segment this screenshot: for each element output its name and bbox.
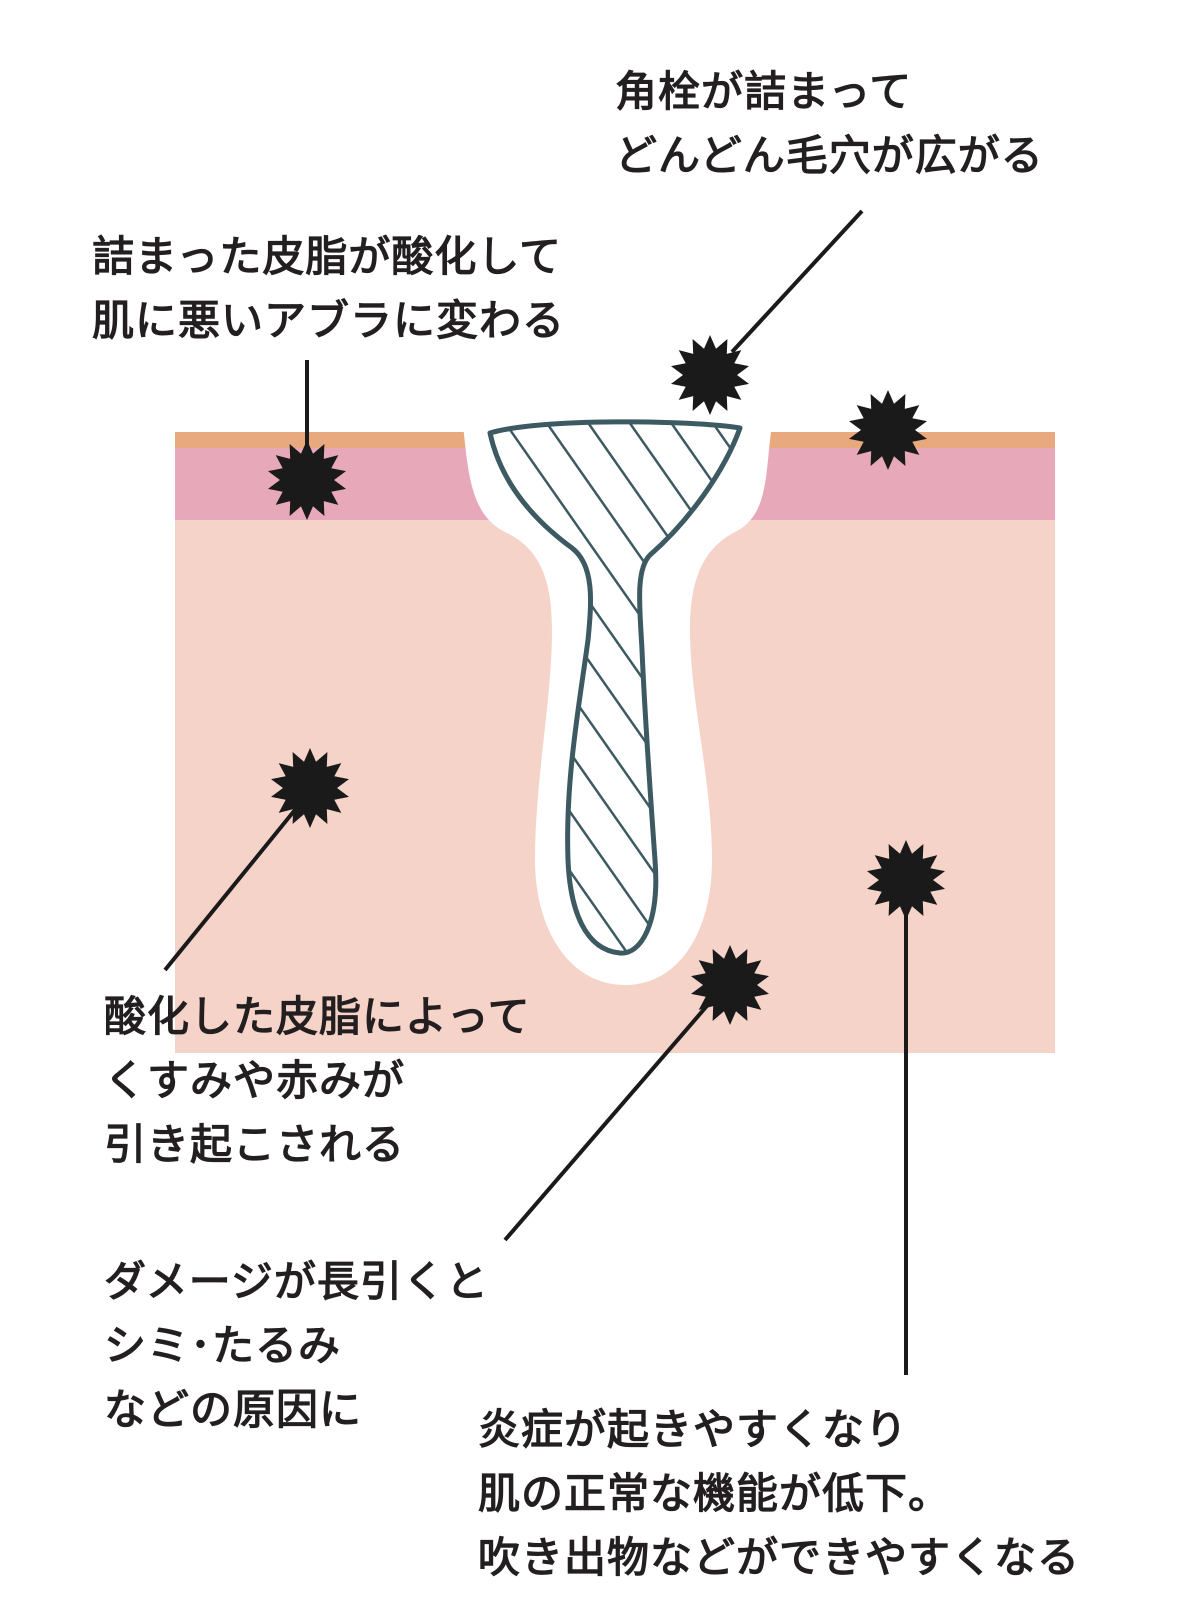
label-line: 酸化した皮脂によって: [104, 992, 531, 1041]
label-line: シミ･たるみ: [104, 1321, 342, 1370]
starburst-icon: [849, 390, 927, 470]
starburst-icon: [867, 840, 945, 920]
starburst-icon: [691, 945, 769, 1025]
starburst-icon: [671, 335, 749, 415]
leader-line-top: [730, 209, 864, 354]
label-spots-sagging: ダメージが長引くと シミ･たるみ などの原因に: [104, 1250, 489, 1442]
starburst-icon: [271, 748, 349, 828]
leader-line-left-mid: [163, 798, 305, 972]
label-line: どんどん毛穴が広がる: [615, 131, 1044, 180]
label-line: 吹き出物などができやすくなる: [478, 1533, 1081, 1582]
label-line: 肌に悪いアブラに変わる: [92, 296, 566, 345]
label-sebum-oxidation: 詰まった皮脂が酸化して 肌に悪いアブラに変わる: [92, 225, 565, 353]
leader-line-left-bottom: [503, 998, 714, 1242]
label-line: 詰まった皮脂が酸化して: [92, 232, 563, 281]
label-line: くすみや赤みが: [104, 1056, 406, 1105]
label-line: 炎症が起きやすくなり: [478, 1405, 909, 1454]
label-pore-widening: 角栓が詰まって どんどん毛穴が広がる: [615, 60, 1044, 188]
label-line: 角栓が詰まって: [615, 67, 913, 116]
label-inflammation: 炎症が起きやすくなり 肌の正常な機能が低下。 吹き出物などができやすくなる: [478, 1398, 1080, 1590]
label-line: 引き起こされる: [104, 1120, 406, 1169]
label-line: 肌の正常な機能が低下。: [478, 1469, 952, 1518]
label-line: ダメージが長引くと: [104, 1257, 489, 1306]
sebum-plug: [487, 419, 743, 956]
label-dullness-redness: 酸化した皮脂によって くすみや赤みが 引き起こされる: [104, 985, 531, 1177]
starburst-icon: [268, 440, 346, 520]
label-line: などの原因に: [104, 1385, 363, 1434]
